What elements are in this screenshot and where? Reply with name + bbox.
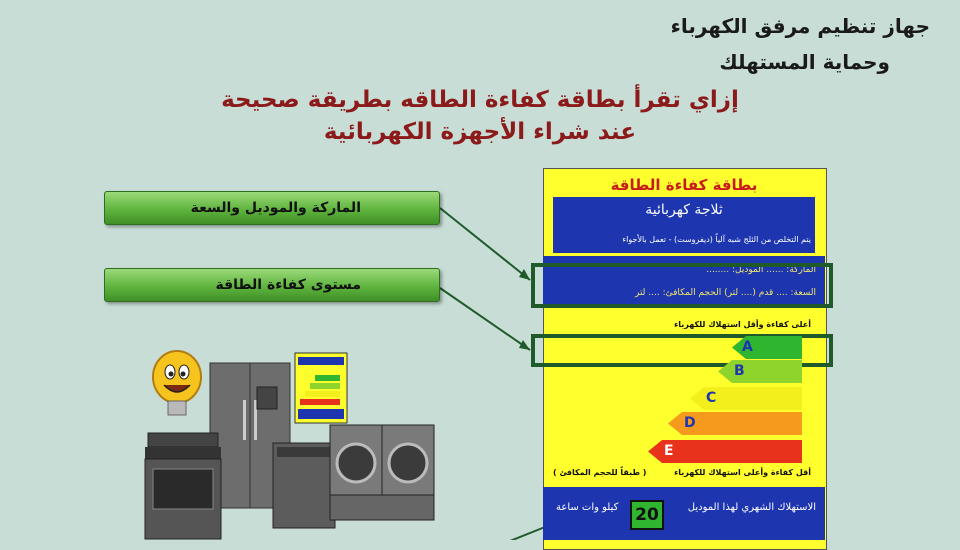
organization-line-1: جهاز تنظيم مرفق الكهرباء bbox=[670, 14, 930, 38]
class-bar-e: E bbox=[648, 440, 802, 463]
class-bar-a: A bbox=[732, 336, 802, 359]
class-bar-d: D bbox=[668, 412, 802, 435]
class-bar-b: B bbox=[718, 360, 802, 383]
brand-model-capacity-label: الماركة والموديل والسعة bbox=[104, 191, 440, 225]
refrigerator-icon bbox=[209, 362, 291, 509]
card-title: بطاقة كفاءة الطاقة bbox=[610, 176, 758, 194]
scale-bottom-text: ( طبقاً للحجم المكافئ ) أقل كفاءة وأعلى … bbox=[553, 468, 811, 477]
defrost-note: يتم التخلص من الثلج شبه آلياً (ديفروست) … bbox=[622, 235, 811, 244]
scale-top-text: أعلى كفاءة وأقل استهلاك للكهرباء bbox=[674, 320, 811, 329]
lightbulb-mascot-icon bbox=[152, 350, 202, 416]
efficiency-level-label: مستوى كفاءة الطاقة bbox=[104, 268, 440, 302]
consumption-row: الاستهلاك الشهري لهذا الموديل كيلو وات س… bbox=[548, 502, 816, 513]
class-bar-c: C bbox=[690, 387, 802, 410]
mini-energy-label-icon bbox=[294, 352, 348, 424]
capacity-volume-text: السعة: .... قدم (.... لتر) الحجم المكافئ… bbox=[634, 288, 816, 298]
dishwasher-icon bbox=[272, 442, 336, 529]
consumption-value: 20 bbox=[630, 500, 664, 530]
scale-bottom-note: ( طبقاً للحجم المكافئ ) bbox=[553, 468, 647, 477]
organization-line-2: وحماية المستهلك bbox=[719, 50, 890, 74]
page-title: إزاي تقرأ بطاقة كفاءة الطاقه بطريقة صحيح… bbox=[0, 84, 960, 148]
brand-model-text: الماركة: ...... الموديل: ........ bbox=[706, 265, 816, 275]
title-line-1: إزاي تقرأ بطاقة كفاءة الطاقه بطريقة صحيح… bbox=[221, 87, 739, 113]
appliance-type: ثلاجة كهربائية bbox=[645, 202, 723, 218]
stove-icon bbox=[144, 432, 222, 540]
scale-bottom-label: أقل كفاءة وأعلى استهلاك للكهرباء bbox=[674, 468, 811, 477]
title-line-2: عند شراء الأجهزة الكهربائية bbox=[323, 119, 637, 145]
brand-model-highlight bbox=[531, 263, 833, 308]
consumption-unit: كيلو وات ساعة bbox=[556, 502, 619, 513]
appliances-illustration bbox=[144, 350, 435, 540]
organization-name: جهاز تنظيم مرفق الكهرباء وحماية المستهلك bbox=[671, 8, 930, 80]
washer-dryer-icon bbox=[329, 424, 435, 521]
consumption-panel bbox=[543, 487, 825, 540]
consumption-label: الاستهلاك الشهري لهذا الموديل bbox=[687, 502, 816, 513]
class-a-highlight bbox=[531, 334, 833, 367]
appliance-info-panel bbox=[553, 197, 815, 253]
